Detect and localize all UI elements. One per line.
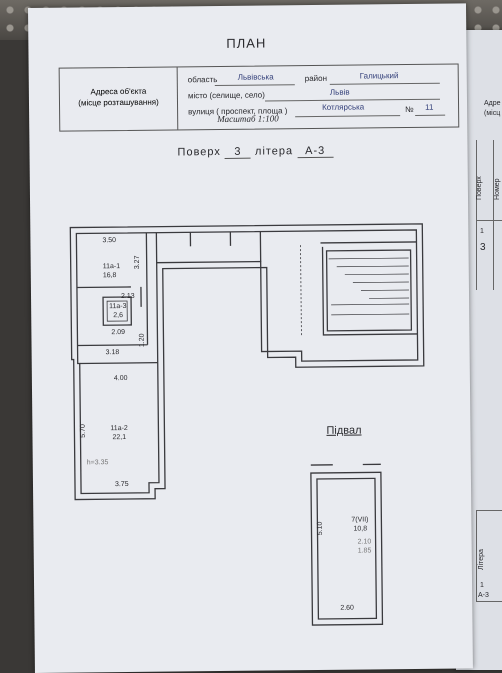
height-335: h=3.35 bbox=[86, 459, 109, 467]
room-11a1-code: 11а-1 bbox=[102, 263, 121, 271]
dim-400: 4.00 bbox=[113, 374, 128, 383]
right-bottom-litera: Літера bbox=[478, 549, 485, 570]
right-bottom-1: 1 bbox=[480, 582, 484, 589]
right-col-poverkh: Поверх bbox=[476, 176, 483, 200]
dim-318: 3.18 bbox=[105, 349, 120, 357]
room-11a2-area: 22,1 bbox=[112, 433, 127, 442]
dim-350: 3.50 bbox=[102, 237, 117, 245]
right-table bbox=[476, 140, 502, 290]
room-11a2-code: 11а-2 bbox=[110, 424, 128, 433]
right-bottom-a3: А-3 bbox=[478, 592, 489, 599]
basement-room-code: 7(VII) bbox=[351, 516, 369, 524]
dim-327: 3.27 bbox=[133, 255, 142, 270]
right-bottom-table bbox=[476, 510, 502, 602]
dim-120: 1.20 bbox=[138, 333, 146, 348]
dim-213: 2.13 bbox=[120, 292, 135, 301]
dim-375: 3.75 bbox=[114, 480, 129, 489]
right-sheet-misc: (місц bbox=[484, 110, 501, 117]
right-sheet-adr: Адре bbox=[484, 100, 501, 107]
dim-209: 2.09 bbox=[111, 329, 126, 337]
basement-dim-510: 5.10 bbox=[316, 521, 324, 536]
room-11a3-code: 11а-3 bbox=[109, 302, 127, 311]
right-row-1: 1 bbox=[480, 228, 484, 235]
floor-plan-drawing bbox=[69, 223, 425, 626]
basement-h1: 2.10 bbox=[357, 538, 372, 546]
right-col-nomer: Номер bbox=[494, 178, 501, 200]
dim-570: 5.70 bbox=[79, 424, 87, 438]
room-11a3-area: 2,6 bbox=[113, 312, 123, 320]
basement-title: Підвал bbox=[326, 424, 362, 437]
basement-room-area: 10,8 bbox=[353, 525, 368, 533]
room-11a1-area: 16,8 bbox=[102, 272, 117, 280]
document-sheet: ПЛАН Адреса об'єкта (місце розташування)… bbox=[28, 3, 473, 673]
right-row-3: 3 bbox=[480, 242, 486, 253]
basement-h2: 1.85 bbox=[357, 547, 372, 555]
basement-dim-260: 2.60 bbox=[340, 604, 354, 612]
